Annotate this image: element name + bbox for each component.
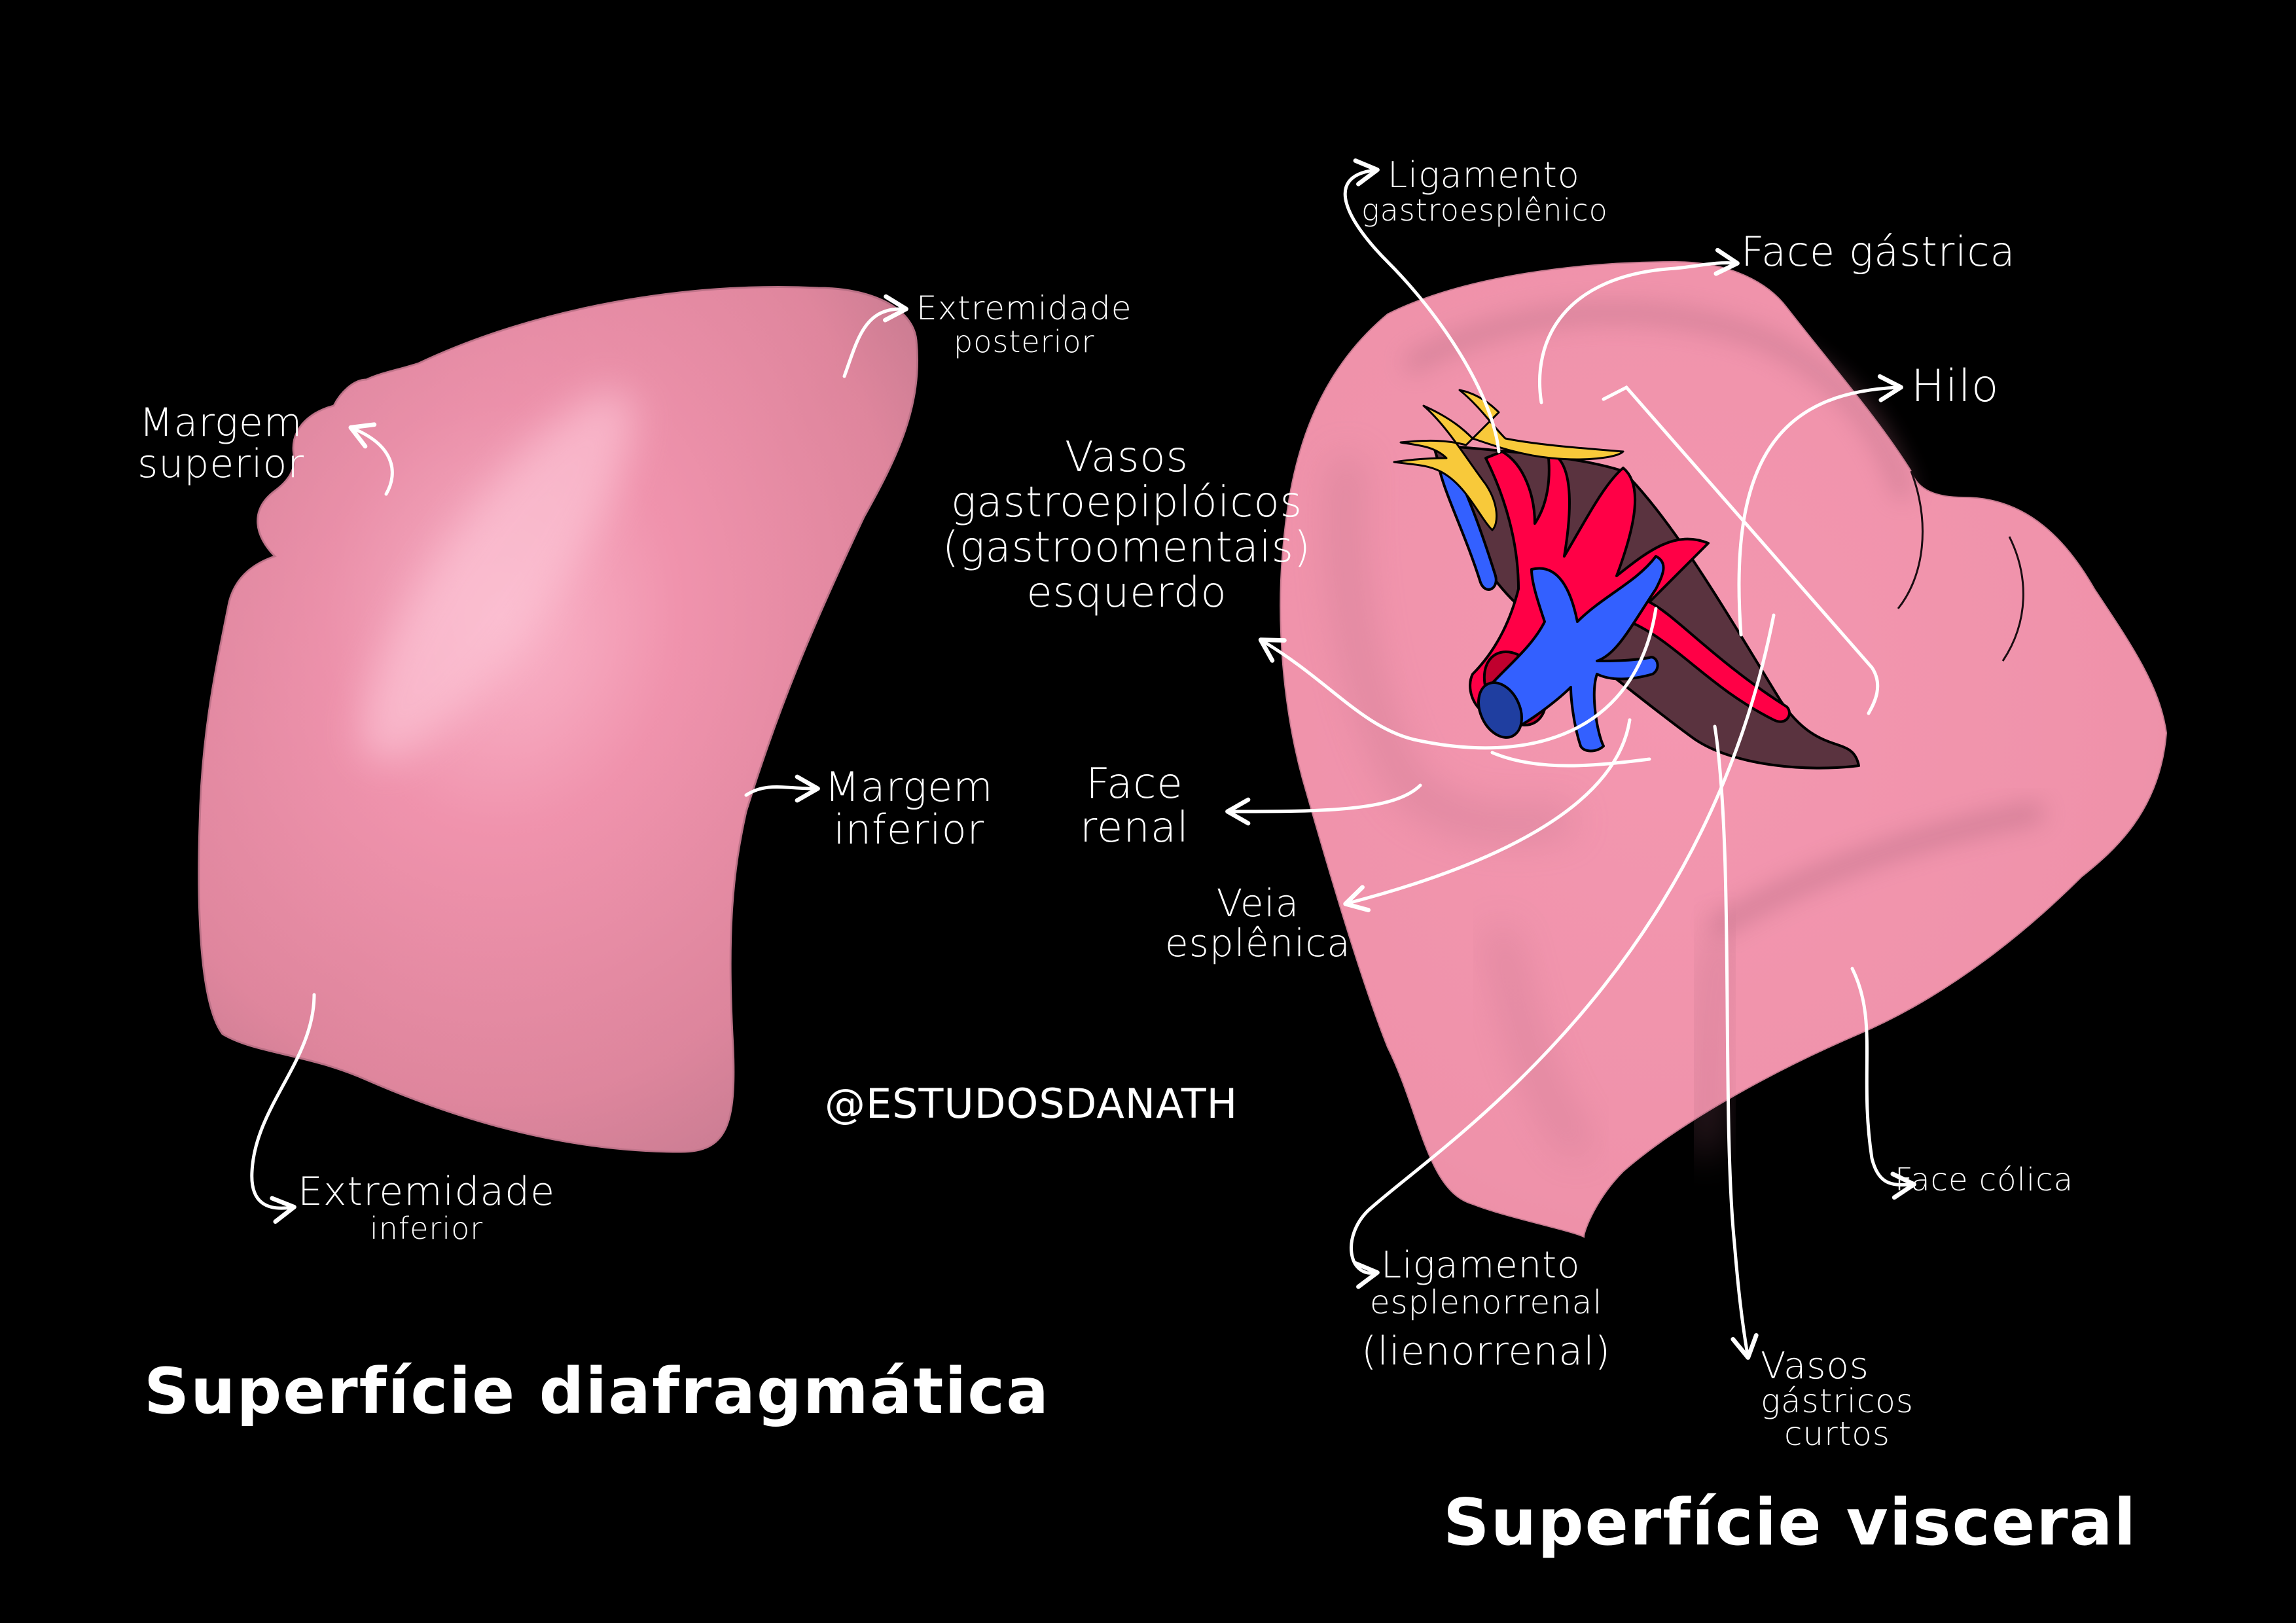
- label-line: Face cólica: [1895, 1162, 2074, 1198]
- hilo-lower-curve: [1490, 751, 1651, 768]
- label-line: Ligamento: [1381, 1244, 1581, 1287]
- label-line: Vasos: [1065, 433, 1189, 482]
- arrow-ligamento-gastroesplenico: [1343, 158, 1501, 454]
- gastroepiploic-nerves-fat: [1393, 389, 1624, 531]
- arrow-vasos-gastricos-curtos: [1713, 724, 1759, 1360]
- label-line: posterior: [954, 323, 1095, 359]
- hilo-bracket: [1602, 385, 1880, 715]
- label-line: gástricos: [1761, 1382, 1914, 1420]
- label-line: inferior: [370, 1211, 484, 1246]
- arrow-extremidade-inferior: [250, 993, 316, 1224]
- label-line: Veia: [1216, 881, 1300, 925]
- arrow-face-renal: [1225, 783, 1422, 826]
- arrow-hilo: [1737, 374, 1903, 637]
- arrow-ligamento-esplenorrenal: [1350, 613, 1776, 1289]
- label-line: curtos: [1784, 1415, 1890, 1453]
- label-line: gastroepiplóicos: [951, 478, 1302, 527]
- label-margem-inferior: Margem inferior: [825, 766, 994, 851]
- label-ligamento-esplenorrenal: Ligamento esplenorrenal (lienorrenal): [1361, 1244, 1611, 1375]
- label-ligamento-gastroesplenico: Ligamento gastroesplênico: [1361, 154, 1608, 228]
- spleen-diaphragmatic-surface: [198, 286, 919, 1153]
- splenic-vein-lumen: [1477, 681, 1523, 739]
- label-face-renal: Face renal: [1080, 762, 1189, 850]
- label-face-gastrica: Face gástrica: [1741, 230, 2016, 273]
- arrow-face-colica: [1850, 967, 1916, 1200]
- label-extremidade-inferior: Extremidade inferior: [298, 1169, 556, 1246]
- label-line: inferior: [833, 806, 985, 854]
- left-annotation-arrows: [250, 294, 908, 1224]
- label-line: esplênica: [1165, 920, 1351, 965]
- label-line: Margem: [825, 763, 994, 811]
- label-line: renal: [1080, 804, 1189, 853]
- label-line: esquerdo: [1026, 569, 1227, 618]
- label-line: (lienorrenal): [1361, 1329, 1611, 1375]
- watermark: @ESTUDOSDANATH: [825, 1080, 1238, 1128]
- arrow-margem-inferior: [744, 774, 820, 803]
- label-line: superior: [137, 441, 305, 487]
- label-line: Hilo: [1911, 361, 2000, 412]
- label-line: Extremidade: [916, 289, 1132, 327]
- label-line: Extremidade: [298, 1169, 556, 1215]
- label-line: Vasos: [1761, 1345, 1869, 1387]
- arrow-margem-superior: [348, 422, 394, 496]
- label-line: Margem: [139, 400, 303, 446]
- label-vasos-gastricos-curtos: Vasos gástricos curtos: [1761, 1345, 1914, 1453]
- label-line: Ligamento: [1388, 154, 1580, 196]
- arrow-face-gastrica: [1538, 247, 1740, 404]
- label-line: Face gástrica: [1741, 228, 2016, 276]
- label-line: gastroesplênico: [1361, 192, 1608, 228]
- label-line: Face: [1086, 760, 1183, 808]
- title-superficie-diafragmatica: Superfície diafragmática: [144, 1355, 1050, 1428]
- label-veia-esplenica: Veia esplênica: [1165, 883, 1351, 963]
- label-margem-superior: Margem superior: [137, 402, 304, 485]
- arrow-extremidade-posterior: [842, 294, 908, 378]
- title-superficie-visceral: Superfície visceral: [1443, 1486, 2138, 1560]
- label-vasos-gastroepiploicos: Vasos gastroepiplóicos (gastroomentais) …: [942, 435, 1311, 616]
- arrow-vasos-gastroepiploicos: [1258, 607, 1658, 750]
- right-annotation-arrows: [1225, 158, 1916, 1360]
- label-hilo: Hilo: [1911, 363, 2000, 410]
- hilum-vessels: [1393, 389, 1860, 770]
- label-extremidade-posterior: Extremidade posterior: [916, 291, 1132, 357]
- label-line: esplenorrenal: [1369, 1283, 1603, 1321]
- label-line: (gastroomentais): [942, 524, 1311, 573]
- label-face-colica: Face cólica: [1895, 1162, 2074, 1198]
- arrow-veia-esplenica: [1343, 718, 1632, 912]
